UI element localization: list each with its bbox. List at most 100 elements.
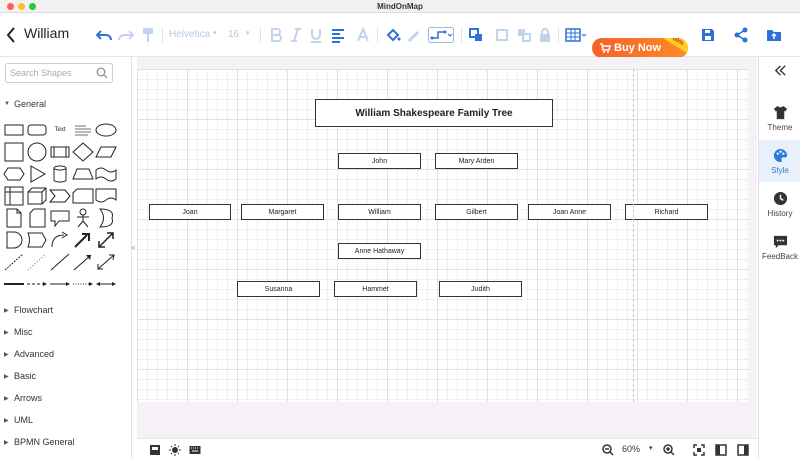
- shape-arrow-right[interactable]: [49, 274, 71, 294]
- shape-bidirectional-arrow[interactable]: [95, 274, 117, 294]
- shape-delay[interactable]: [3, 230, 25, 250]
- shape-text[interactable]: Text: [49, 120, 71, 140]
- shape-note[interactable]: [3, 208, 25, 228]
- zoom-out-button[interactable]: [602, 443, 614, 456]
- section-arrows[interactable]: ▶Arrows: [4, 393, 42, 403]
- shape-double-arrow-diag[interactable]: [95, 230, 117, 250]
- section-uml[interactable]: ▶UML: [4, 415, 33, 425]
- maximize-window-icon[interactable]: [29, 3, 36, 10]
- shape-rounded-rectangle[interactable]: [26, 120, 48, 140]
- shape-line-dotted[interactable]: [26, 252, 48, 272]
- arrange-button[interactable]: [468, 27, 484, 43]
- font-size-select[interactable]: 16: [228, 29, 240, 40]
- node-william[interactable]: William: [338, 204, 421, 220]
- shape-square[interactable]: [3, 142, 25, 162]
- node-margaret[interactable]: Margaret: [241, 204, 324, 220]
- buy-now-button[interactable]: Buy Now -60%: [592, 38, 688, 58]
- lock-button[interactable]: [537, 27, 553, 43]
- line-color-button[interactable]: [405, 27, 421, 43]
- diagram-title-node[interactable]: William Shakespeare Family Tree: [315, 99, 553, 127]
- shape-circle[interactable]: [26, 142, 48, 162]
- theme-mode-button[interactable]: [169, 443, 181, 456]
- bold-button[interactable]: [268, 27, 284, 43]
- search-icon[interactable]: [96, 67, 108, 79]
- shape-diamond[interactable]: [72, 142, 94, 162]
- collapse-panel-handle[interactable]: «: [131, 243, 136, 252]
- shape-ellipse[interactable]: [95, 120, 117, 140]
- zoom-level[interactable]: 60%: [622, 444, 641, 454]
- node-gilbert[interactable]: Gilbert: [435, 204, 518, 220]
- node-anne-hathaway[interactable]: Anne Hathaway: [338, 243, 421, 259]
- format-painter-button[interactable]: [140, 27, 156, 43]
- shape-callout[interactable]: [49, 208, 71, 228]
- shape-display[interactable]: [26, 230, 48, 250]
- shape-rectangle[interactable]: [3, 120, 25, 140]
- shape-hexagon[interactable]: [3, 164, 25, 184]
- shape-textbox[interactable]: [72, 120, 94, 140]
- shape-cylinder[interactable]: [49, 164, 71, 184]
- zoom-dropdown-icon[interactable]: ▾: [649, 445, 653, 452]
- shape-triangle[interactable]: [26, 164, 48, 184]
- panel-tab-theme[interactable]: Theme: [759, 97, 800, 139]
- section-misc[interactable]: ▶Misc: [4, 327, 33, 337]
- shape-or[interactable]: [95, 208, 117, 228]
- shape-curved-arrow[interactable]: [49, 230, 71, 250]
- node-john[interactable]: John: [338, 153, 421, 169]
- close-window-icon[interactable]: [7, 3, 14, 10]
- shape-arrow-line[interactable]: [72, 252, 94, 272]
- send-back-button[interactable]: [516, 27, 532, 43]
- shape-step[interactable]: [48, 186, 71, 206]
- section-bpmn-general[interactable]: ▶BPMN General: [4, 437, 75, 447]
- node-richard[interactable]: Richard: [625, 204, 708, 220]
- shape-cube[interactable]: [26, 186, 48, 206]
- shape-double-arrow-line[interactable]: [95, 252, 117, 272]
- save-button[interactable]: [700, 27, 716, 43]
- section-flowchart[interactable]: ▶Flowchart: [4, 305, 53, 315]
- back-button[interactable]: [4, 25, 18, 45]
- panel-tab-feedback[interactable]: FeedBack: [759, 226, 800, 268]
- minimize-window-icon[interactable]: [18, 3, 25, 10]
- shape-trapezoid[interactable]: [72, 164, 94, 184]
- collapse-right-panel-button[interactable]: [759, 59, 800, 85]
- node-susanna[interactable]: Susanna: [237, 281, 320, 297]
- shape-arrow-up-right[interactable]: [72, 230, 94, 250]
- shape-actor[interactable]: [72, 208, 94, 228]
- diagram-page[interactable]: William Shakespeare Family Tree John Mar…: [137, 69, 749, 402]
- shape-line[interactable]: [49, 252, 71, 272]
- search-shapes-input[interactable]: [10, 66, 98, 80]
- shape-parallelogram[interactable]: [95, 142, 117, 162]
- align-button[interactable]: [330, 27, 346, 43]
- table-button[interactable]: [565, 27, 587, 43]
- section-general[interactable]: ▼ General: [4, 99, 46, 109]
- undo-button[interactable]: [96, 27, 112, 43]
- fit-screen-button[interactable]: [693, 443, 705, 456]
- diagram-canvas[interactable]: William Shakespeare Family Tree John Mar…: [137, 57, 757, 438]
- shape-card[interactable]: [72, 186, 94, 206]
- font-color-button[interactable]: [355, 27, 371, 43]
- redo-button[interactable]: [118, 27, 134, 43]
- panel-tab-style[interactable]: Style: [759, 140, 800, 182]
- shape-document[interactable]: [95, 186, 117, 206]
- zoom-in-button[interactable]: [663, 443, 675, 456]
- bring-front-button[interactable]: [494, 27, 510, 43]
- document-title[interactable]: William: [24, 25, 70, 41]
- shape-dotted-arrow[interactable]: [72, 274, 94, 294]
- toggle-left-panel-button[interactable]: [715, 443, 727, 456]
- node-joan-anne[interactable]: Joan Anne: [528, 204, 611, 220]
- node-joan[interactable]: Joan: [149, 204, 231, 220]
- node-judith[interactable]: Judith: [439, 281, 522, 297]
- italic-button[interactable]: [288, 27, 304, 43]
- shape-card-vertical[interactable]: [26, 208, 48, 228]
- shape-tape[interactable]: [95, 164, 117, 184]
- section-advanced[interactable]: ▶Advanced: [4, 349, 54, 359]
- node-mary-arden[interactable]: Mary Arden: [435, 153, 518, 169]
- shape-line-dashed[interactable]: [3, 252, 25, 272]
- node-hammet[interactable]: Hammet: [334, 281, 417, 297]
- connector-style-button[interactable]: [428, 27, 454, 43]
- toggle-right-panel-button[interactable]: [737, 443, 749, 456]
- export-button[interactable]: [766, 27, 782, 43]
- shape-horizontal-line[interactable]: [3, 274, 25, 294]
- keyboard-shortcuts-button[interactable]: [189, 443, 201, 455]
- font-family-select[interactable]: Helvetica: [169, 29, 211, 40]
- share-button[interactable]: [733, 27, 749, 43]
